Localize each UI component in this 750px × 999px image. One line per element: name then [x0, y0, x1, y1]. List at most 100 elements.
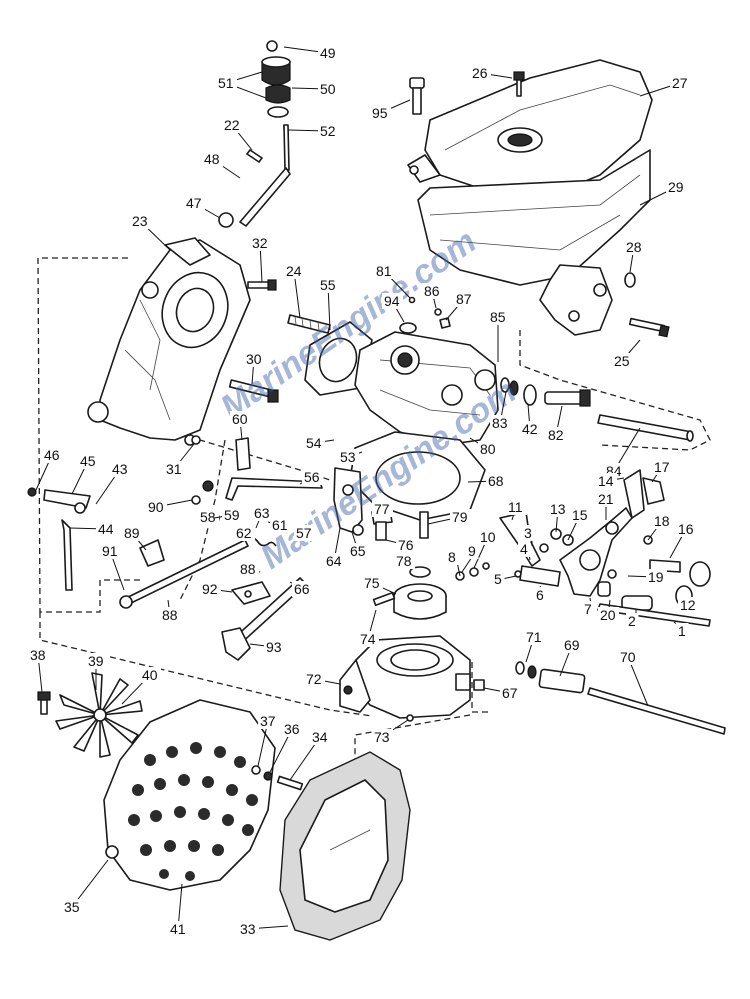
part-label-31: 31 [166, 461, 182, 477]
lever-89 [139, 539, 165, 567]
part-label-90: 90 [148, 499, 164, 515]
bolt-82 [544, 389, 591, 407]
carburetor-body-80 [354, 331, 499, 446]
screw-38 [37, 691, 51, 715]
part-label-41: 41 [170, 921, 186, 937]
part-label-36: 36 [284, 721, 300, 737]
part-label-29: 29 [668, 179, 684, 195]
part-label-57: 57 [296, 525, 312, 541]
bracket-45 [27, 487, 91, 514]
part-label-24: 24 [286, 263, 302, 279]
label-bg-37 [258, 713, 279, 729]
part-label-34: 34 [312, 729, 328, 745]
part-label-61: 61 [272, 517, 288, 533]
label-bg-11 [506, 499, 527, 515]
part-label-47: 47 [186, 195, 202, 211]
label-bg-18 [652, 513, 673, 529]
shaft-84 [597, 414, 694, 442]
label-bg-80 [478, 441, 499, 457]
label-bg-45 [78, 453, 99, 469]
label-bg-2 [626, 613, 639, 629]
label-bg-41 [168, 921, 189, 937]
label-bg-87 [454, 291, 475, 307]
label-bg-35 [62, 899, 83, 915]
part-label-67: 67 [502, 685, 518, 701]
choke-cap-stack [261, 40, 291, 171]
part-label-23: 23 [132, 213, 148, 229]
label-bg-88b [160, 607, 181, 623]
part-label-87: 87 [456, 291, 472, 307]
label-bg-34 [310, 729, 331, 745]
part-label-46: 46 [44, 447, 60, 463]
part-label-5: 5 [494, 571, 502, 587]
part-label-42: 42 [522, 421, 538, 437]
part-label-77: 77 [374, 501, 390, 517]
part-label-26: 26 [472, 65, 488, 81]
part-label-25: 25 [614, 353, 630, 369]
label-bg-63 [252, 505, 273, 521]
air-silencer-base [417, 149, 651, 336]
part-label-88b: 88 [162, 607, 178, 623]
part-label-37: 37 [260, 713, 276, 729]
label-bg-90 [146, 499, 167, 515]
label-bg-56 [302, 469, 323, 485]
label-bg-36 [282, 721, 303, 737]
label-bg-32 [250, 235, 271, 251]
part-label-21: 21 [598, 491, 614, 507]
label-bg-74 [358, 631, 379, 647]
label-bg-64 [324, 553, 345, 569]
part-label-59: 59 [224, 507, 240, 523]
part-label-32: 32 [252, 235, 268, 251]
label-bg-31 [164, 461, 185, 477]
diaphragm-33 [279, 751, 411, 941]
part-label-1: 1 [678, 623, 686, 639]
bolt-30 [228, 379, 279, 403]
plug-94 [399, 322, 417, 334]
label-bg-48 [202, 151, 223, 167]
label-bg-79 [450, 509, 471, 525]
label-bg-8 [446, 549, 459, 565]
fan-39-40 [55, 672, 143, 758]
label-bg-49 [318, 45, 339, 61]
label-bg-71 [524, 629, 545, 645]
stud-24 [287, 314, 331, 334]
label-bg-40 [140, 667, 161, 683]
part-label-8: 8 [448, 549, 456, 565]
label-bg-92 [200, 581, 221, 597]
gasket-73 [406, 714, 414, 722]
label-bg-50 [318, 81, 339, 97]
label-bg-21 [596, 491, 617, 507]
part-label-92: 92 [202, 581, 218, 597]
part-label-11: 11 [508, 499, 523, 515]
part-87 [439, 317, 451, 329]
linkage-90-rod [119, 480, 249, 609]
label-bg-28 [624, 239, 645, 255]
part-label-73: 73 [374, 729, 390, 745]
label-bg-39 [86, 653, 107, 669]
part-label-7: 7 [584, 601, 592, 617]
disc-75 [409, 566, 431, 578]
label-bg-46 [42, 447, 63, 463]
part-label-9: 9 [468, 543, 476, 559]
leader-line-70 [627, 656, 649, 707]
label-bg-15 [570, 507, 591, 523]
washer-31 [191, 435, 201, 445]
label-bg-70 [618, 649, 639, 665]
label-bg-78 [394, 553, 415, 569]
part-label-40: 40 [142, 667, 158, 683]
part-label-94: 94 [384, 293, 400, 309]
part-label-69: 69 [564, 637, 580, 653]
part-label-88a: 88 [240, 561, 256, 577]
gasket-55 [304, 321, 373, 396]
part-label-85: 85 [490, 309, 506, 325]
label-bg-59 [222, 507, 243, 523]
part-label-28: 28 [626, 239, 642, 255]
label-bg-27 [670, 75, 691, 91]
part-label-68: 68 [488, 473, 504, 489]
air-silencer-cover [407, 59, 653, 201]
label-bg-72 [304, 671, 325, 687]
throttle-lever-group [499, 469, 665, 597]
label-bg-94 [382, 293, 403, 309]
label-bg-51 [216, 75, 237, 91]
